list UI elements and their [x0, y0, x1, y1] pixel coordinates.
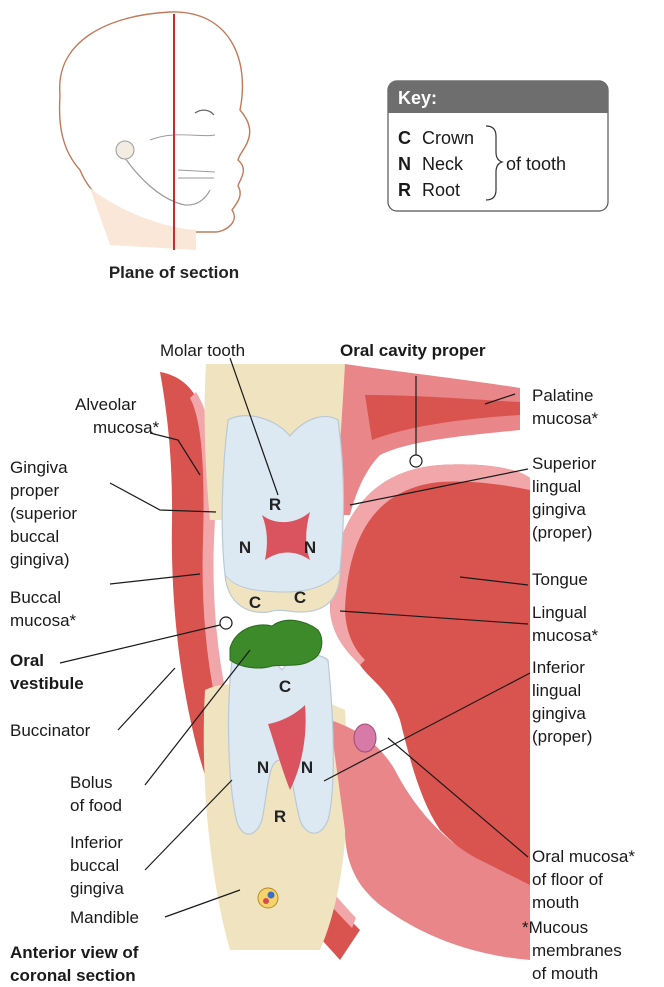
- bolus-of-food: [230, 620, 322, 668]
- svg-text:buccal: buccal: [70, 856, 119, 875]
- svg-text:lingual: lingual: [532, 681, 581, 700]
- key-letter-r: R: [398, 180, 411, 200]
- svg-text:*Mucous: *Mucous: [522, 918, 588, 937]
- svg-text:gingiva: gingiva: [532, 500, 586, 519]
- key-box: Key: C Crown N Neck R Root of tooth: [388, 81, 608, 211]
- lower-neck-right-letter: N: [301, 758, 313, 777]
- coronal-section: [160, 364, 530, 960]
- svg-text:Anterior view of: Anterior view of: [10, 943, 139, 962]
- ear-icon: [116, 141, 134, 159]
- label-gingiva-proper: Gingiva proper (superior buccal gingiva): [10, 458, 77, 569]
- canal-vessel: [268, 892, 275, 899]
- svg-text:Alveolar: Alveolar: [75, 395, 137, 414]
- svg-text:gingiva: gingiva: [532, 704, 586, 723]
- label-molar-tooth: Molar tooth: [160, 341, 245, 360]
- plane-of-section-label: Plane of section: [109, 263, 239, 282]
- key-letter-c: C: [398, 128, 411, 148]
- svg-text:Oral: Oral: [10, 651, 44, 670]
- label-tongue: Tongue: [532, 570, 588, 589]
- svg-text:Inferior: Inferior: [70, 833, 123, 852]
- upper-crown-right-letter: C: [294, 588, 306, 607]
- label-buccinator: Buccinator: [10, 721, 91, 740]
- upper-neck-right-letter: N: [304, 538, 316, 557]
- label-anterior-view: Anterior view of coronal section: [10, 943, 139, 985]
- sublingual-gland: [354, 724, 376, 752]
- svg-text:mucosa*: mucosa*: [10, 611, 77, 630]
- svg-text:of food: of food: [70, 796, 122, 815]
- svg-text:gingiva: gingiva: [70, 879, 124, 898]
- svg-text:Inferior: Inferior: [532, 658, 585, 677]
- svg-text:Lingual: Lingual: [532, 603, 587, 622]
- label-bolus-of-food: Bolus of food: [70, 773, 122, 815]
- canal-vessel: [263, 898, 269, 904]
- label-oral-cavity-proper: Oral cavity proper: [340, 341, 486, 360]
- upper-tooth: [222, 416, 343, 613]
- svg-text:(proper): (proper): [532, 523, 592, 542]
- upper-crown-left-letter: C: [249, 593, 261, 612]
- svg-text:lingual: lingual: [532, 477, 581, 496]
- lower-root-letter: R: [274, 807, 286, 826]
- label-oral-mucosa-floor: Oral mucosa* of floor of mouth: [532, 847, 635, 912]
- svg-text:Palatine: Palatine: [532, 386, 593, 405]
- svg-text:Buccal: Buccal: [10, 588, 61, 607]
- svg-text:mucosa*: mucosa*: [532, 409, 599, 428]
- label-oral-vestibule: Oral vestibule: [10, 651, 84, 693]
- svg-text:mucosa*: mucosa*: [532, 626, 599, 645]
- svg-text:proper: proper: [10, 481, 59, 500]
- mandibular-canal: [258, 888, 278, 908]
- svg-text:(superior: (superior: [10, 504, 77, 523]
- label-buccal-mucosa: Buccal mucosa*: [10, 588, 77, 630]
- label-superior-lingual-gingiva: Superior lingual gingiva (proper): [532, 454, 597, 542]
- svg-text:membranes: membranes: [532, 941, 622, 960]
- svg-text:of floor of: of floor of: [532, 870, 603, 889]
- svg-text:mouth: mouth: [532, 893, 579, 912]
- label-inferior-lingual-gingiva: Inferior lingual gingiva (proper): [532, 658, 592, 746]
- label-inferior-buccal-gingiva: Inferior buccal gingiva: [70, 833, 124, 898]
- upper-root-letter: R: [269, 495, 281, 514]
- key-group-label: of tooth: [506, 154, 566, 174]
- svg-text:Superior: Superior: [532, 454, 597, 473]
- svg-text:Gingiva: Gingiva: [10, 458, 68, 477]
- svg-text:vestibule: vestibule: [10, 674, 84, 693]
- label-palatine-mucosa: Palatine mucosa*: [532, 386, 599, 428]
- upper-neck-left-letter: N: [239, 538, 251, 557]
- svg-text:Bolus: Bolus: [70, 773, 113, 792]
- svg-text:Oral mucosa*: Oral mucosa*: [532, 847, 635, 866]
- svg-text:gingiva): gingiva): [10, 550, 70, 569]
- head-outline: [60, 12, 250, 232]
- key-text-neck: Neck: [422, 154, 464, 174]
- oral-vestibule-marker: [220, 617, 232, 629]
- svg-text:mucosa*: mucosa*: [93, 418, 160, 437]
- key-letter-n: N: [398, 154, 411, 174]
- lower-crown-letter: C: [279, 677, 291, 696]
- svg-text:(proper): (proper): [532, 727, 592, 746]
- svg-text:of mouth: of mouth: [532, 964, 598, 983]
- label-alveolar-mucosa: Alveolar mucosa*: [75, 395, 160, 437]
- key-title: Key:: [398, 88, 437, 108]
- key-text-crown: Crown: [422, 128, 474, 148]
- oral-cavity-proper-marker: [410, 455, 422, 467]
- svg-text:buccal: buccal: [10, 527, 59, 546]
- svg-text:coronal section: coronal section: [10, 966, 136, 985]
- label-mucous-membranes: *Mucous membranes of mouth: [522, 918, 622, 983]
- label-mandible: Mandible: [70, 908, 139, 927]
- head-illustration: [60, 12, 250, 250]
- lower-neck-left-letter: N: [257, 758, 269, 777]
- key-text-root: Root: [422, 180, 460, 200]
- label-lingual-mucosa: Lingual mucosa*: [532, 603, 599, 645]
